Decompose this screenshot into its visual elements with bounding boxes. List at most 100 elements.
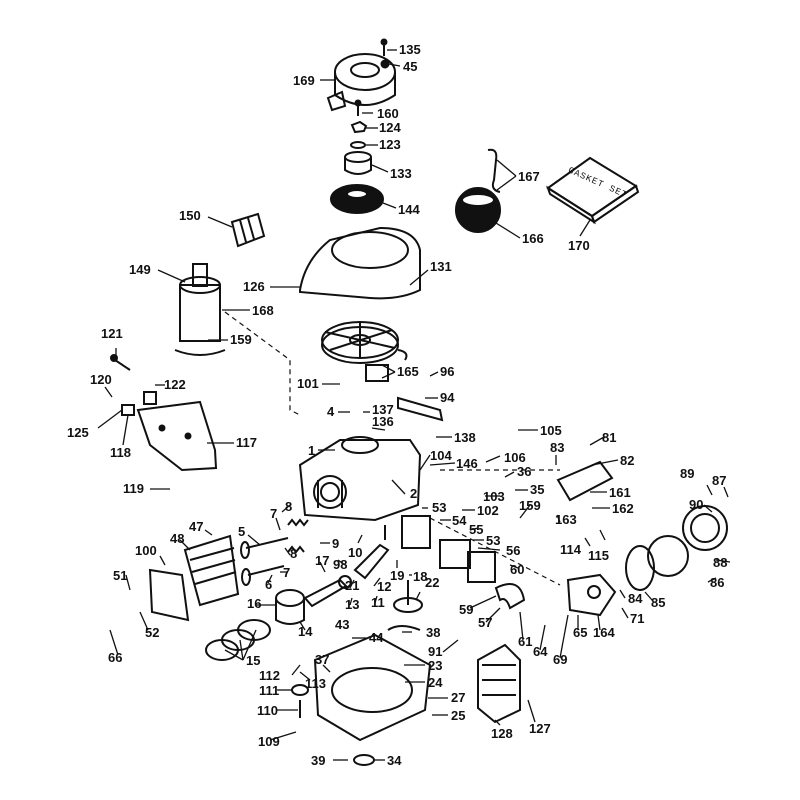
gasket-54 bbox=[401, 515, 431, 549]
callout-96: 96 bbox=[440, 364, 454, 379]
callout-2: 2 bbox=[410, 486, 417, 501]
callout-1: 1 bbox=[308, 443, 315, 458]
valve-6 bbox=[241, 565, 285, 586]
callout-10: 10 bbox=[348, 545, 362, 560]
callout-123: 123 bbox=[379, 137, 401, 152]
callout-5: 5 bbox=[238, 524, 245, 539]
callout-65: 65 bbox=[573, 625, 587, 640]
callout-131: 131 bbox=[430, 259, 452, 274]
leader-lines bbox=[97, 49, 731, 761]
callout-66: 66 bbox=[108, 650, 122, 665]
callout-105: 105 bbox=[540, 423, 562, 438]
bolt-121 bbox=[110, 354, 131, 371]
callout-83: 83 bbox=[550, 440, 564, 455]
callout-44: 44 bbox=[369, 630, 384, 645]
assembly-line-starter bbox=[224, 311, 301, 416]
bracket-82 bbox=[556, 460, 614, 502]
callout-163: 163 bbox=[555, 512, 577, 527]
callout-85: 85 bbox=[651, 595, 665, 610]
callout-84: 84 bbox=[628, 591, 643, 606]
callout-115: 115 bbox=[588, 548, 609, 563]
starter-pawl-screw bbox=[354, 99, 362, 116]
callout-122: 122 bbox=[164, 377, 186, 392]
callout-167: 167 bbox=[518, 169, 540, 184]
oil-base-23 bbox=[313, 633, 432, 742]
callout-144: 144 bbox=[398, 202, 420, 217]
bracket-122 bbox=[143, 391, 157, 405]
callout-45: 45 bbox=[403, 59, 417, 74]
callout-61: 61 bbox=[518, 634, 532, 649]
callout-15: 15 bbox=[246, 653, 260, 668]
callout-100: 100 bbox=[135, 543, 157, 558]
callout-53a: 53 bbox=[432, 500, 446, 515]
governor-link-94 bbox=[397, 396, 444, 422]
callout-55: 55 bbox=[469, 522, 483, 537]
callout-27: 27 bbox=[451, 690, 465, 705]
callout-103: 103 bbox=[483, 489, 505, 504]
callout-114: 114 bbox=[560, 542, 582, 557]
gasket-set-label: GASKET SET bbox=[566, 165, 629, 200]
valve-spring-8 bbox=[287, 518, 309, 527]
callout-18: 18 bbox=[413, 569, 427, 584]
callout-165: 165 bbox=[397, 364, 419, 379]
callout-36: 36 bbox=[517, 464, 531, 479]
callout-112: 112 bbox=[259, 668, 280, 683]
callout-37: 37 bbox=[315, 652, 329, 667]
callout-16: 16 bbox=[247, 596, 261, 611]
cylinder-head-48 bbox=[183, 534, 240, 607]
callout-88: 88 bbox=[713, 555, 727, 570]
callout-111: 111 bbox=[259, 683, 279, 698]
carburetor-65 bbox=[566, 573, 617, 617]
flywheel-165 bbox=[321, 321, 399, 364]
starter-cup-133 bbox=[344, 151, 372, 175]
callout-81: 81 bbox=[602, 430, 616, 445]
callout-86: 86 bbox=[710, 575, 724, 590]
callout-11: 11 bbox=[371, 595, 385, 610]
callout-60: 60 bbox=[510, 562, 524, 577]
callout-120: 120 bbox=[90, 372, 112, 387]
callout-119: 119 bbox=[123, 481, 144, 496]
air-cleaner-85 bbox=[625, 505, 728, 591]
callout-57: 57 bbox=[478, 615, 492, 630]
callout-6: 6 bbox=[265, 577, 272, 592]
valve-5 bbox=[240, 537, 289, 559]
connecting-rod-17 bbox=[303, 575, 352, 608]
callout-34: 34 bbox=[387, 753, 402, 768]
starter-washer-123 bbox=[350, 141, 366, 149]
callout-25: 25 bbox=[451, 708, 465, 723]
cylinder-block-1 bbox=[298, 436, 422, 522]
callout-89: 89 bbox=[680, 466, 694, 481]
callout-4: 4 bbox=[327, 404, 335, 419]
callout-91: 91 bbox=[428, 644, 442, 659]
carb-spacer-56b bbox=[467, 551, 496, 583]
callout-135: 135 bbox=[399, 42, 421, 57]
callout-12: 12 bbox=[377, 579, 391, 594]
callout-150: 150 bbox=[179, 208, 201, 223]
starter-screw bbox=[380, 38, 388, 56]
callout-87: 87 bbox=[712, 473, 726, 488]
piston-rings-15 bbox=[205, 619, 271, 661]
ignition-coil bbox=[365, 349, 408, 382]
callout-53b: 53 bbox=[486, 533, 500, 548]
callout-159b: 159 bbox=[519, 498, 541, 513]
callout-17: 17 bbox=[315, 553, 329, 568]
callout-161: 161 bbox=[609, 485, 631, 500]
callout-121: 121 bbox=[101, 326, 123, 341]
callout-24: 24 bbox=[428, 675, 443, 690]
starter-motor-149 bbox=[174, 263, 226, 356]
assembly-line-carb bbox=[429, 517, 561, 586]
valve-spring-8b bbox=[287, 545, 305, 554]
callout-113: 113 bbox=[305, 676, 326, 691]
intake-elbow-57 bbox=[494, 583, 526, 610]
oil-seal-34 bbox=[353, 754, 375, 766]
callout-82: 82 bbox=[620, 453, 634, 468]
callout-102: 102 bbox=[477, 503, 499, 518]
callout-21: 21 bbox=[345, 578, 359, 593]
callout-59: 59 bbox=[459, 602, 473, 617]
callout-69: 69 bbox=[553, 652, 567, 667]
callout-162: 162 bbox=[612, 501, 634, 516]
callout-168: 168 bbox=[252, 303, 274, 318]
wire-167 bbox=[487, 148, 501, 193]
callout-136: 136 bbox=[372, 414, 394, 429]
